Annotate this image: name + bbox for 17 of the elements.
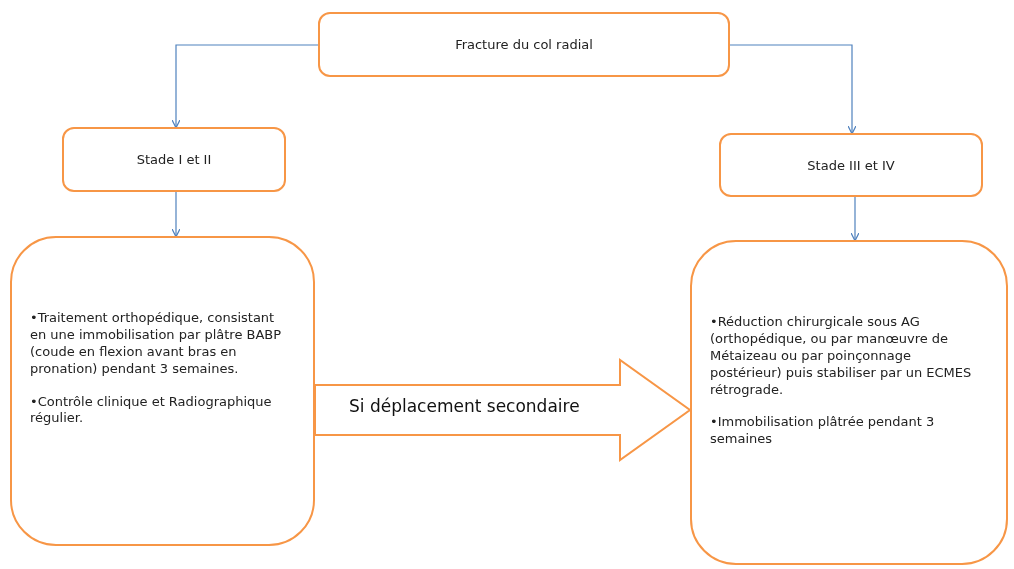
stage-box [62, 127, 286, 192]
connector-arrow [171, 191, 181, 238]
treatment-text: •Immobilisation plâtrée pendant 3 semaines [710, 414, 936, 449]
connector-arrow [850, 196, 860, 242]
treatment-text: •Traitement orthopédique, consistant en une immobilisation par plâtre BABP (coude en flexion avant bras en pronation) pendant 3 semaines. [30, 310, 283, 378]
treatment-text: •Réduction chirurgicale sous AG (orthopédique, ou par manœuvre de Métaizeau ou par poinçonnage postérieur) puis stabiliser par un ECMES rétrograde. [710, 314, 973, 399]
connector-arrow [171, 44, 319, 129]
connector-arrow [729, 44, 857, 135]
treatment-box [10, 236, 315, 546]
stage-box [318, 12, 730, 77]
box-label: Fracture du col radial [455, 37, 593, 52]
treatment-text: •Contrôle clinique et Radiographique régulier. [30, 393, 273, 428]
edge-label: Si déplacement secondaire [349, 397, 580, 416]
stage-box [719, 133, 983, 197]
box-label: Stade I et II [136, 152, 212, 167]
box-label: Stade III et IV [807, 157, 895, 173]
treatment-box [690, 240, 1008, 565]
